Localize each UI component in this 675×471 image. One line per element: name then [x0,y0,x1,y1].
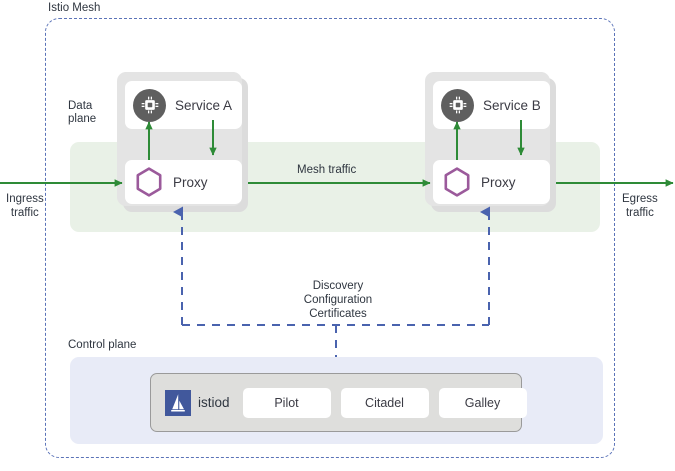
hexagon-icon [136,167,162,197]
istiod-brand: istiod [165,389,230,416]
proxy-b-card[interactable]: Proxy [433,160,550,204]
service-b-card[interactable]: Service B [433,81,550,129]
component-galley[interactable]: Galley [438,387,527,418]
istio-mesh-boundary [45,18,615,458]
proxy-b-label: Proxy [481,174,516,190]
pod-body: Service A Proxy [117,72,242,206]
control-plane-label: Control plane [68,339,137,351]
microchip-icon [133,88,166,122]
istiod-label: istiod [198,395,230,410]
component-galley-label: Galley [464,395,501,410]
mesh-traffic-label: Mesh traffic [297,164,357,176]
istiod-container: istiod Pilot Citadel Galley [150,373,527,432]
service-b-label: Service B [483,97,541,113]
istio-mesh-label: Istio Mesh [48,2,101,14]
component-citadel-label: Citadel [365,395,404,410]
control-channel-label: Discovery Configuration Certificates [303,280,373,320]
microchip-icon [441,88,474,122]
pod-service-b: Service B Proxy [425,72,556,212]
proxy-a-label: Proxy [173,174,208,190]
proxy-a-card[interactable]: Proxy [125,160,242,204]
service-a-card[interactable]: Service A [125,81,242,129]
egress-traffic-label: Egress traffic [622,193,658,219]
service-a-label: Service A [175,97,233,113]
data-plane-label: Data plane [68,100,97,125]
pod-service-a: Service A Proxy [117,72,248,212]
ingress-traffic-label: Ingress traffic [6,193,44,219]
component-pilot-label: Pilot [274,395,299,410]
component-pilot[interactable]: Pilot [242,387,331,418]
istio-sail-icon [165,389,191,416]
hexagon-icon [444,167,470,197]
pod-body: Service B Proxy [425,72,550,206]
component-citadel[interactable]: Citadel [340,387,429,418]
